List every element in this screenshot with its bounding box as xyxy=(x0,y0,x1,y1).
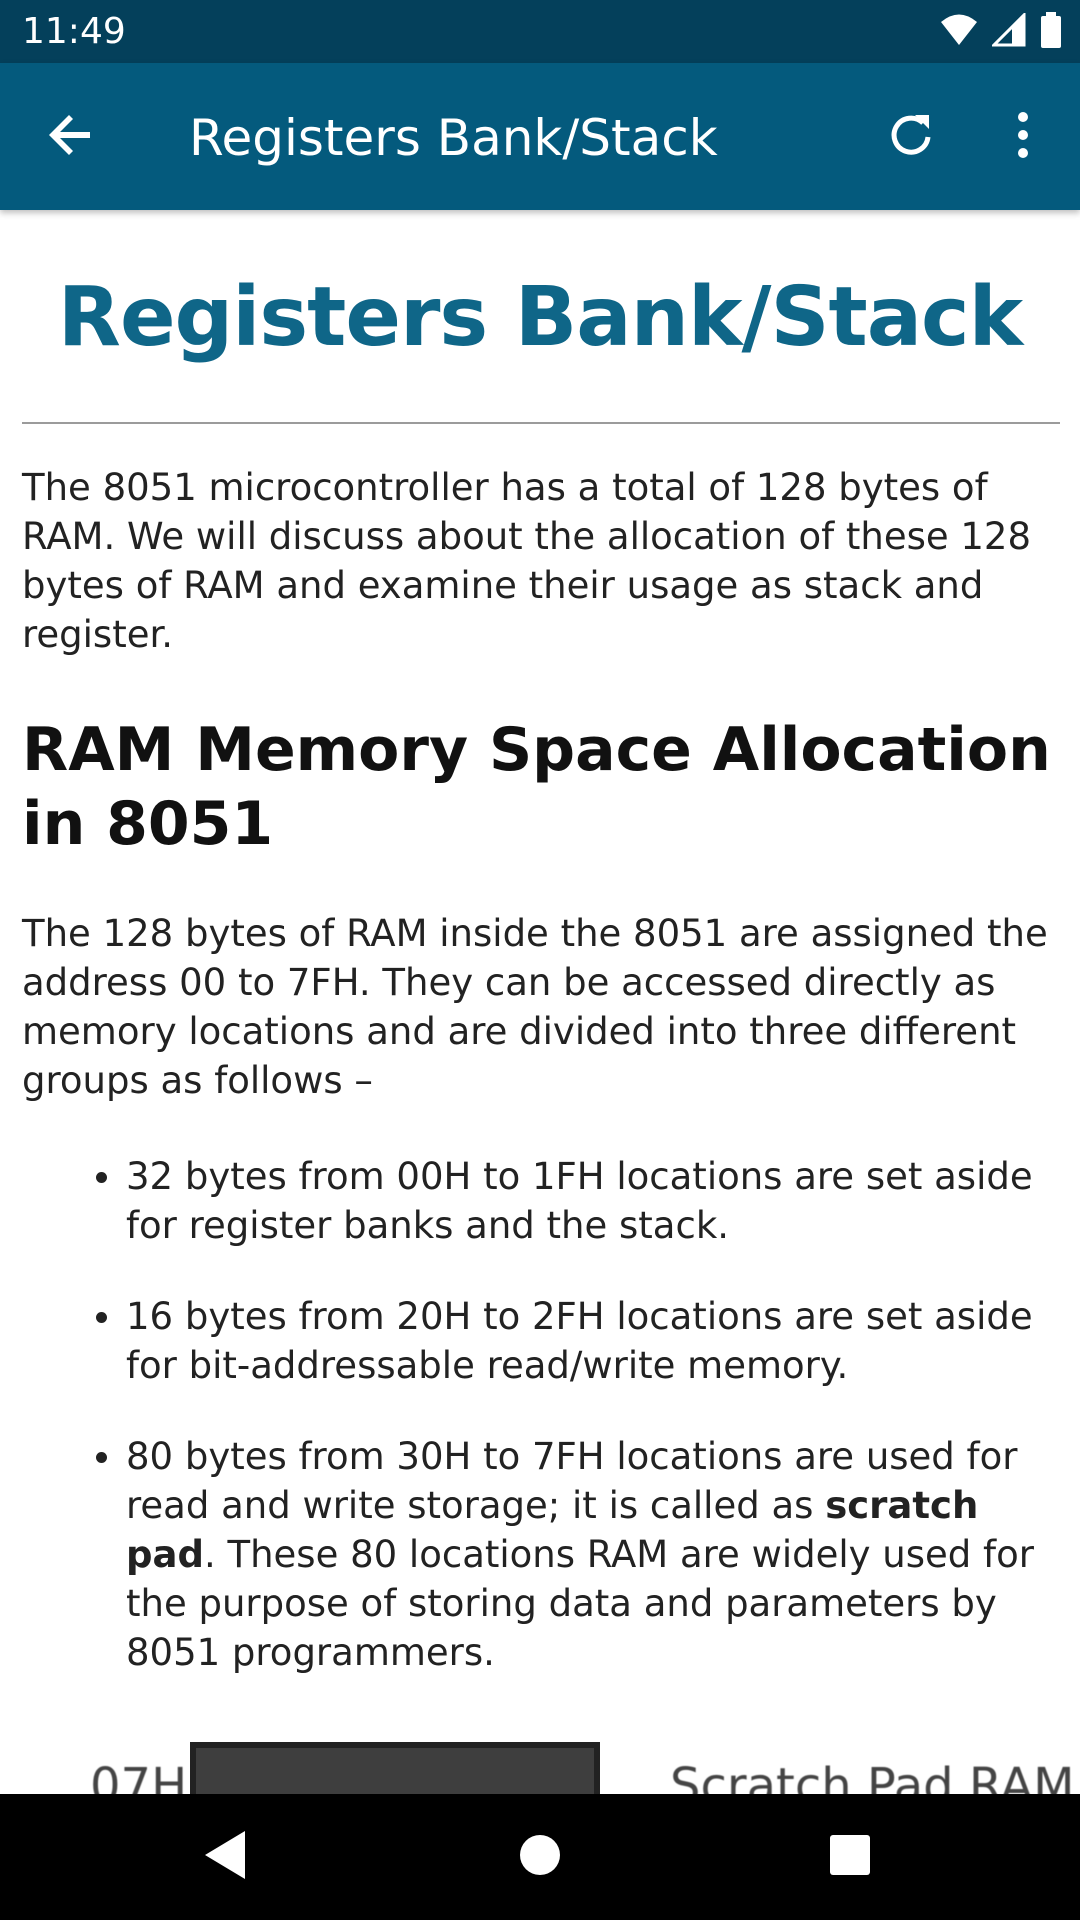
nav-recents-button[interactable] xyxy=(815,1822,885,1892)
cell-signal-icon xyxy=(990,11,1026,51)
page-heading: Registers Bank/Stack xyxy=(57,270,1023,365)
more-vert-icon xyxy=(1016,111,1030,163)
list-item: 32 bytes from 00H to 1FH locations are s… xyxy=(96,1152,1056,1250)
diagram-region-label: Scratch Pad RAM xyxy=(670,1758,1075,1794)
intro-paragraph: The 8051 microcontroller has a total of … xyxy=(22,466,1032,656)
allocation-list: 32 bytes from 00H to 1FH locations are s… xyxy=(96,1152,1056,1719)
refresh-button[interactable] xyxy=(874,100,948,174)
nav-recents-icon xyxy=(829,1834,871,1880)
wifi-icon xyxy=(940,13,978,51)
status-time: 11:49 xyxy=(22,11,126,52)
app-bar-title: Registers Bank/Stack xyxy=(189,109,718,167)
nav-back-icon xyxy=(201,1829,249,1885)
list-item-text: 32 bytes from 00H to 1FH locations are s… xyxy=(126,1155,1033,1247)
list-item: 80 bytes from 30H to 7FH locations are u… xyxy=(96,1432,1056,1677)
more-options-button[interactable] xyxy=(986,100,1060,174)
app-bar: Registers Bank/Stack xyxy=(0,63,1080,210)
list-item-text: . These 80 locations RAM are widely used… xyxy=(126,1533,1034,1674)
list-item: 16 bytes from 20H to 2FH locations are s… xyxy=(96,1292,1056,1390)
nav-home-icon xyxy=(518,1833,562,1881)
list-item-text: 80 bytes from 30H to 7FH locations are u… xyxy=(126,1435,1018,1527)
refresh-icon xyxy=(887,111,935,163)
nav-home-button[interactable] xyxy=(505,1822,575,1892)
divider xyxy=(22,422,1060,424)
nav-back-button[interactable] xyxy=(190,1822,260,1892)
diagram-memory-block xyxy=(190,1742,600,1794)
section-paragraph: The 128 bytes of RAM inside the 8051 are… xyxy=(22,912,1048,1102)
back-button[interactable] xyxy=(34,100,108,174)
ram-diagram-image: 07H Scratch Pad RAM xyxy=(0,1720,1080,1794)
article-content[interactable]: Registers Bank/Stack The 8051 microcontr… xyxy=(0,210,1080,1794)
diagram-address-label: 07H xyxy=(90,1758,188,1794)
arrow-back-icon xyxy=(48,112,94,162)
status-icons xyxy=(940,11,1062,52)
battery-icon xyxy=(1040,12,1062,52)
list-item-text: 16 bytes from 20H to 2FH locations are s… xyxy=(126,1295,1033,1387)
system-nav-bar xyxy=(0,1794,1080,1920)
scratch-pad-term: scratch pad xyxy=(126,1484,979,1576)
status-bar: 11:49 xyxy=(0,0,1080,63)
section-heading: RAM Memory Space Allocation in 8051 xyxy=(22,715,1051,859)
